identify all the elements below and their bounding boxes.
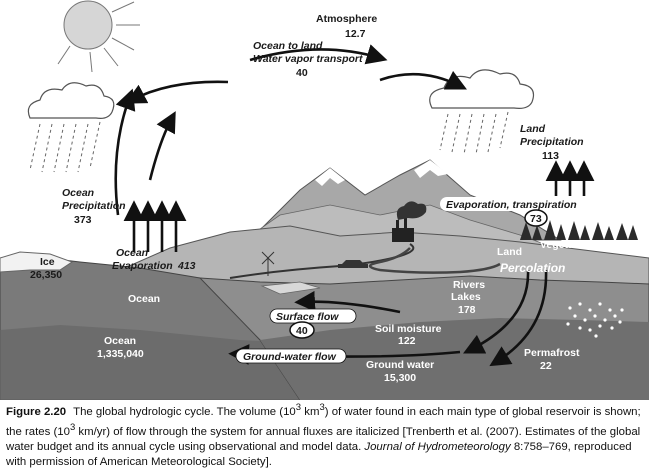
factory-icon — [392, 201, 427, 242]
vegetation-label: Vegetation — [540, 239, 593, 251]
rivers-lakes-value: 178 — [458, 304, 476, 316]
soil-moisture-label: Soil moisture — [375, 323, 442, 335]
land-label: Land — [497, 246, 522, 258]
percolation-label: Percolation — [500, 261, 565, 275]
ocean-volume-value: 1,335,040 — [97, 348, 144, 360]
land-precip-line2: Precipitation — [520, 136, 584, 148]
permafrost-value: 22 — [540, 360, 552, 372]
ocean-precip-value: 373 — [74, 214, 92, 226]
figure-caption: Figure 2.20 The global hydrologic cycle.… — [6, 400, 646, 471]
ocean-evap-value: 413 — [177, 260, 196, 272]
surface-flow-badge — [289, 321, 315, 339]
ocean-evap-line2: Evaporation — [112, 260, 173, 272]
caption-sup-2: 3 — [319, 402, 325, 413]
evapotranspiration-badge — [524, 209, 548, 227]
surface-flow-label: Surface flow — [276, 311, 339, 323]
evaporation-arc-arrow — [114, 88, 136, 216]
ocean-precip-line1: Ocean — [62, 187, 94, 199]
ocean-updraft-arrow — [148, 111, 176, 181]
caption-sup-1: 3 — [295, 402, 302, 413]
permafrost-dots — [566, 302, 624, 338]
sun-icon — [57, 0, 140, 73]
vegetation-trees — [520, 220, 638, 240]
permafrost-label: Permafrost — [524, 347, 580, 359]
caption-text-3: ) of water found in each main type of gl… — [6, 405, 641, 438]
figure-number: Figure 2.20 — [6, 405, 67, 418]
ice-value: 26,350 — [30, 269, 62, 281]
surface-flow-value: 40 — [296, 325, 308, 337]
ocean-cloud-icon — [27, 82, 115, 173]
evapotranspiration-value: 73 — [530, 213, 542, 225]
ice-sheet — [0, 251, 74, 273]
ice-label: Ice — [40, 256, 55, 268]
caption-sup-3: 3 — [69, 422, 76, 434]
transport-label-line1: Ocean to land — [253, 40, 323, 52]
hydrologic-cycle-diagram: Atmosphere 12.7 Ocean to land Water vapo… — [0, 0, 649, 400]
flux-arrows — [114, 44, 595, 367]
caption-journal: Journal of Hydrometeorology — [364, 441, 511, 454]
evapotranspiration-label: Evaporation, transpiration — [446, 199, 577, 211]
caption-text-4: km/yr) of flow through the system for an… — [6, 425, 641, 454]
ocean-precip-line2: Precipitation — [62, 200, 126, 212]
groundwater-flow-label: Ground-water flow — [243, 351, 337, 363]
ocean-evap-line1: Ocean — [116, 247, 148, 259]
soil-moisture-value: 122 — [398, 335, 416, 347]
river — [368, 247, 501, 274]
ground-water-value: 15,300 — [384, 372, 416, 384]
caption-text-2: km — [301, 405, 320, 418]
atmosphere-label: Atmosphere — [316, 13, 377, 25]
transport-arrow-2 — [379, 70, 467, 90]
caption-text-1: The global hydrologic cycle. The volume … — [73, 405, 296, 418]
transport-label-line2: Water vapor transport — [253, 53, 363, 65]
rivers-label: Rivers — [453, 279, 485, 291]
atmosphere-return-arrow — [125, 80, 229, 104]
land-precip-line1: Land — [520, 123, 546, 135]
ocean-label: Ocean — [128, 293, 160, 305]
atmosphere-value: 12.7 — [345, 28, 366, 40]
transport-value: 40 — [296, 67, 308, 79]
ground-water-label: Ground water — [366, 359, 434, 371]
ocean-volume-label: Ocean — [104, 335, 136, 347]
road-and-car — [229, 243, 415, 295]
transport-arrow-1 — [249, 44, 388, 65]
land-precip-value: 113 — [542, 150, 559, 162]
lakes-label: Lakes — [451, 291, 481, 303]
